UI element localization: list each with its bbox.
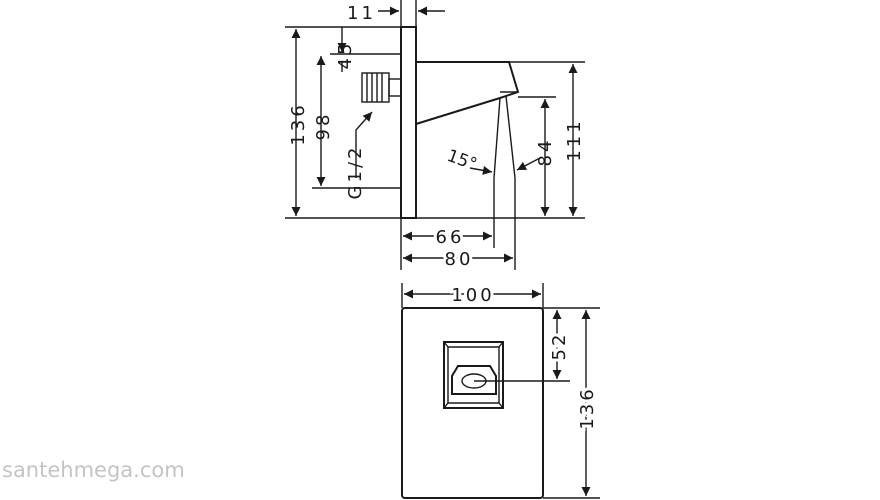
dim-label-100: 100 — [451, 285, 494, 306]
angle-label: 15° — [444, 146, 479, 175]
dim-label-52: 52 — [549, 332, 570, 361]
dim-label-45: 45 — [335, 41, 356, 70]
watermark: santehmega.com — [2, 458, 185, 482]
dim-label-111: 111 — [564, 118, 585, 161]
front-view: 100 52 136 — [401, 282, 601, 499]
side-wall-plate — [400, 26, 417, 219]
dim-label-66: 66 — [436, 227, 465, 248]
dim-label-98: 98 — [313, 112, 334, 141]
front-wall-plate — [401, 307, 544, 499]
side-view: 11 136 45 98 G1/2 15° 84 111 66 80 — [285, 0, 585, 273]
handle — [451, 365, 497, 395]
dim-label-136-side: 136 — [288, 102, 309, 145]
spout-body — [415, 61, 520, 125]
dim-label-84: 84 — [535, 138, 556, 167]
outlet-connector — [361, 72, 390, 103]
dim-label-11: 11 — [347, 3, 376, 24]
handle-recess — [443, 341, 504, 409]
dim-label-80: 80 — [445, 249, 474, 270]
thread-label: G1/2 — [345, 145, 366, 200]
dim-label-136-front: 136 — [577, 386, 598, 429]
